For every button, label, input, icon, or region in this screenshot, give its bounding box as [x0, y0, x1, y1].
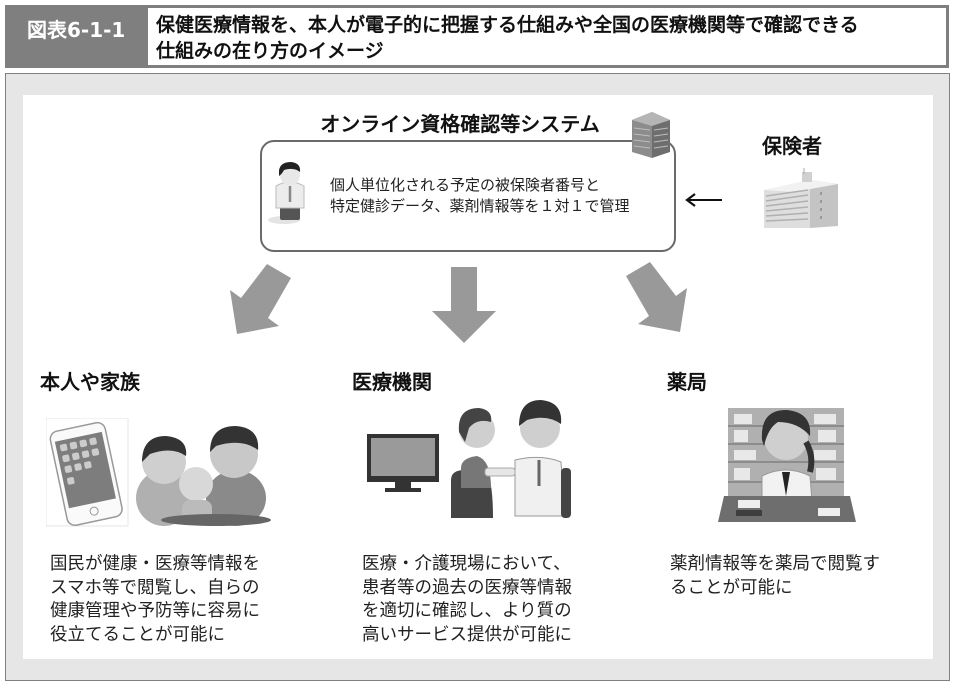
description-line: を適切に確認し、より質の	[362, 601, 572, 621]
section-title-individual: 本人や家族	[40, 370, 140, 394]
pharmacist-illustration-icon	[718, 408, 856, 522]
description-line: 患者等の過去の医療等情報	[362, 577, 572, 598]
arrow-down-left-icon	[230, 264, 291, 334]
section-description-pharmacy: 薬剤情報等を薬局で閲覧す ることが可能に	[670, 553, 880, 600]
figure-title-line-1: 保健医療情報を、本人が電子的に把握する仕組みや全国の医療機関等で確認できる	[156, 14, 859, 36]
office-building-icon	[764, 168, 838, 228]
section-title-medical-institution: 医療機関	[352, 370, 432, 394]
left-arrow-icon	[685, 193, 722, 207]
system-description-line-1: 個人単位化される予定の被保険者番号と	[330, 176, 601, 194]
description-line: 薬剤情報等を薬局で閲覧す	[670, 554, 880, 574]
section-description-individual: 国民が健康・医療等情報を スマホ等で閲覧し、自らの 健康管理や予防等に容易に 役…	[50, 553, 260, 647]
figure-title-line-2: 仕組みの在り方のイメージ	[156, 40, 384, 62]
person-icon	[268, 162, 305, 224]
description-line: 医療・介護現場において、	[362, 554, 571, 574]
system-title: オンライン資格確認等システム	[320, 112, 600, 136]
section-title-pharmacy: 薬局	[667, 370, 707, 394]
system-description: 個人単位化される予定の被保険者番号と 特定健診データ、薬剤情報等を１対１で管理	[330, 175, 630, 217]
doctor-patient-illustration-icon	[367, 400, 571, 518]
description-line: 国民が健康・医療等情報を	[50, 554, 260, 574]
arrow-down-right-icon	[626, 262, 687, 332]
system-box	[260, 140, 676, 252]
insurer-label: 保険者	[762, 134, 822, 158]
description-line: ることが可能に	[670, 577, 793, 598]
smartphone-family-illustration-icon	[46, 418, 271, 527]
system-description-line-2: 特定健診データ、薬剤情報等を１対１で管理	[330, 197, 630, 215]
arrow-down-icon	[432, 267, 496, 343]
figure-title: 保健医療情報を、本人が電子的に把握する仕組みや全国の医療機関等で確認できる 仕組…	[148, 5, 949, 68]
server-building-icon	[632, 112, 670, 158]
description-line: 役立てることが可能に	[50, 624, 225, 645]
figure-label: 図表6-1-1	[5, 5, 149, 68]
description-line: 健康管理や予防等に容易に	[50, 601, 260, 621]
description-line: 高いサービス提供が可能に	[362, 624, 572, 645]
description-line: スマホ等で閲覧し、自らの	[50, 577, 260, 598]
section-description-medical-institution: 医療・介護現場において、 患者等の過去の医療等情報 を適切に確認し、より質の 高…	[362, 553, 572, 647]
